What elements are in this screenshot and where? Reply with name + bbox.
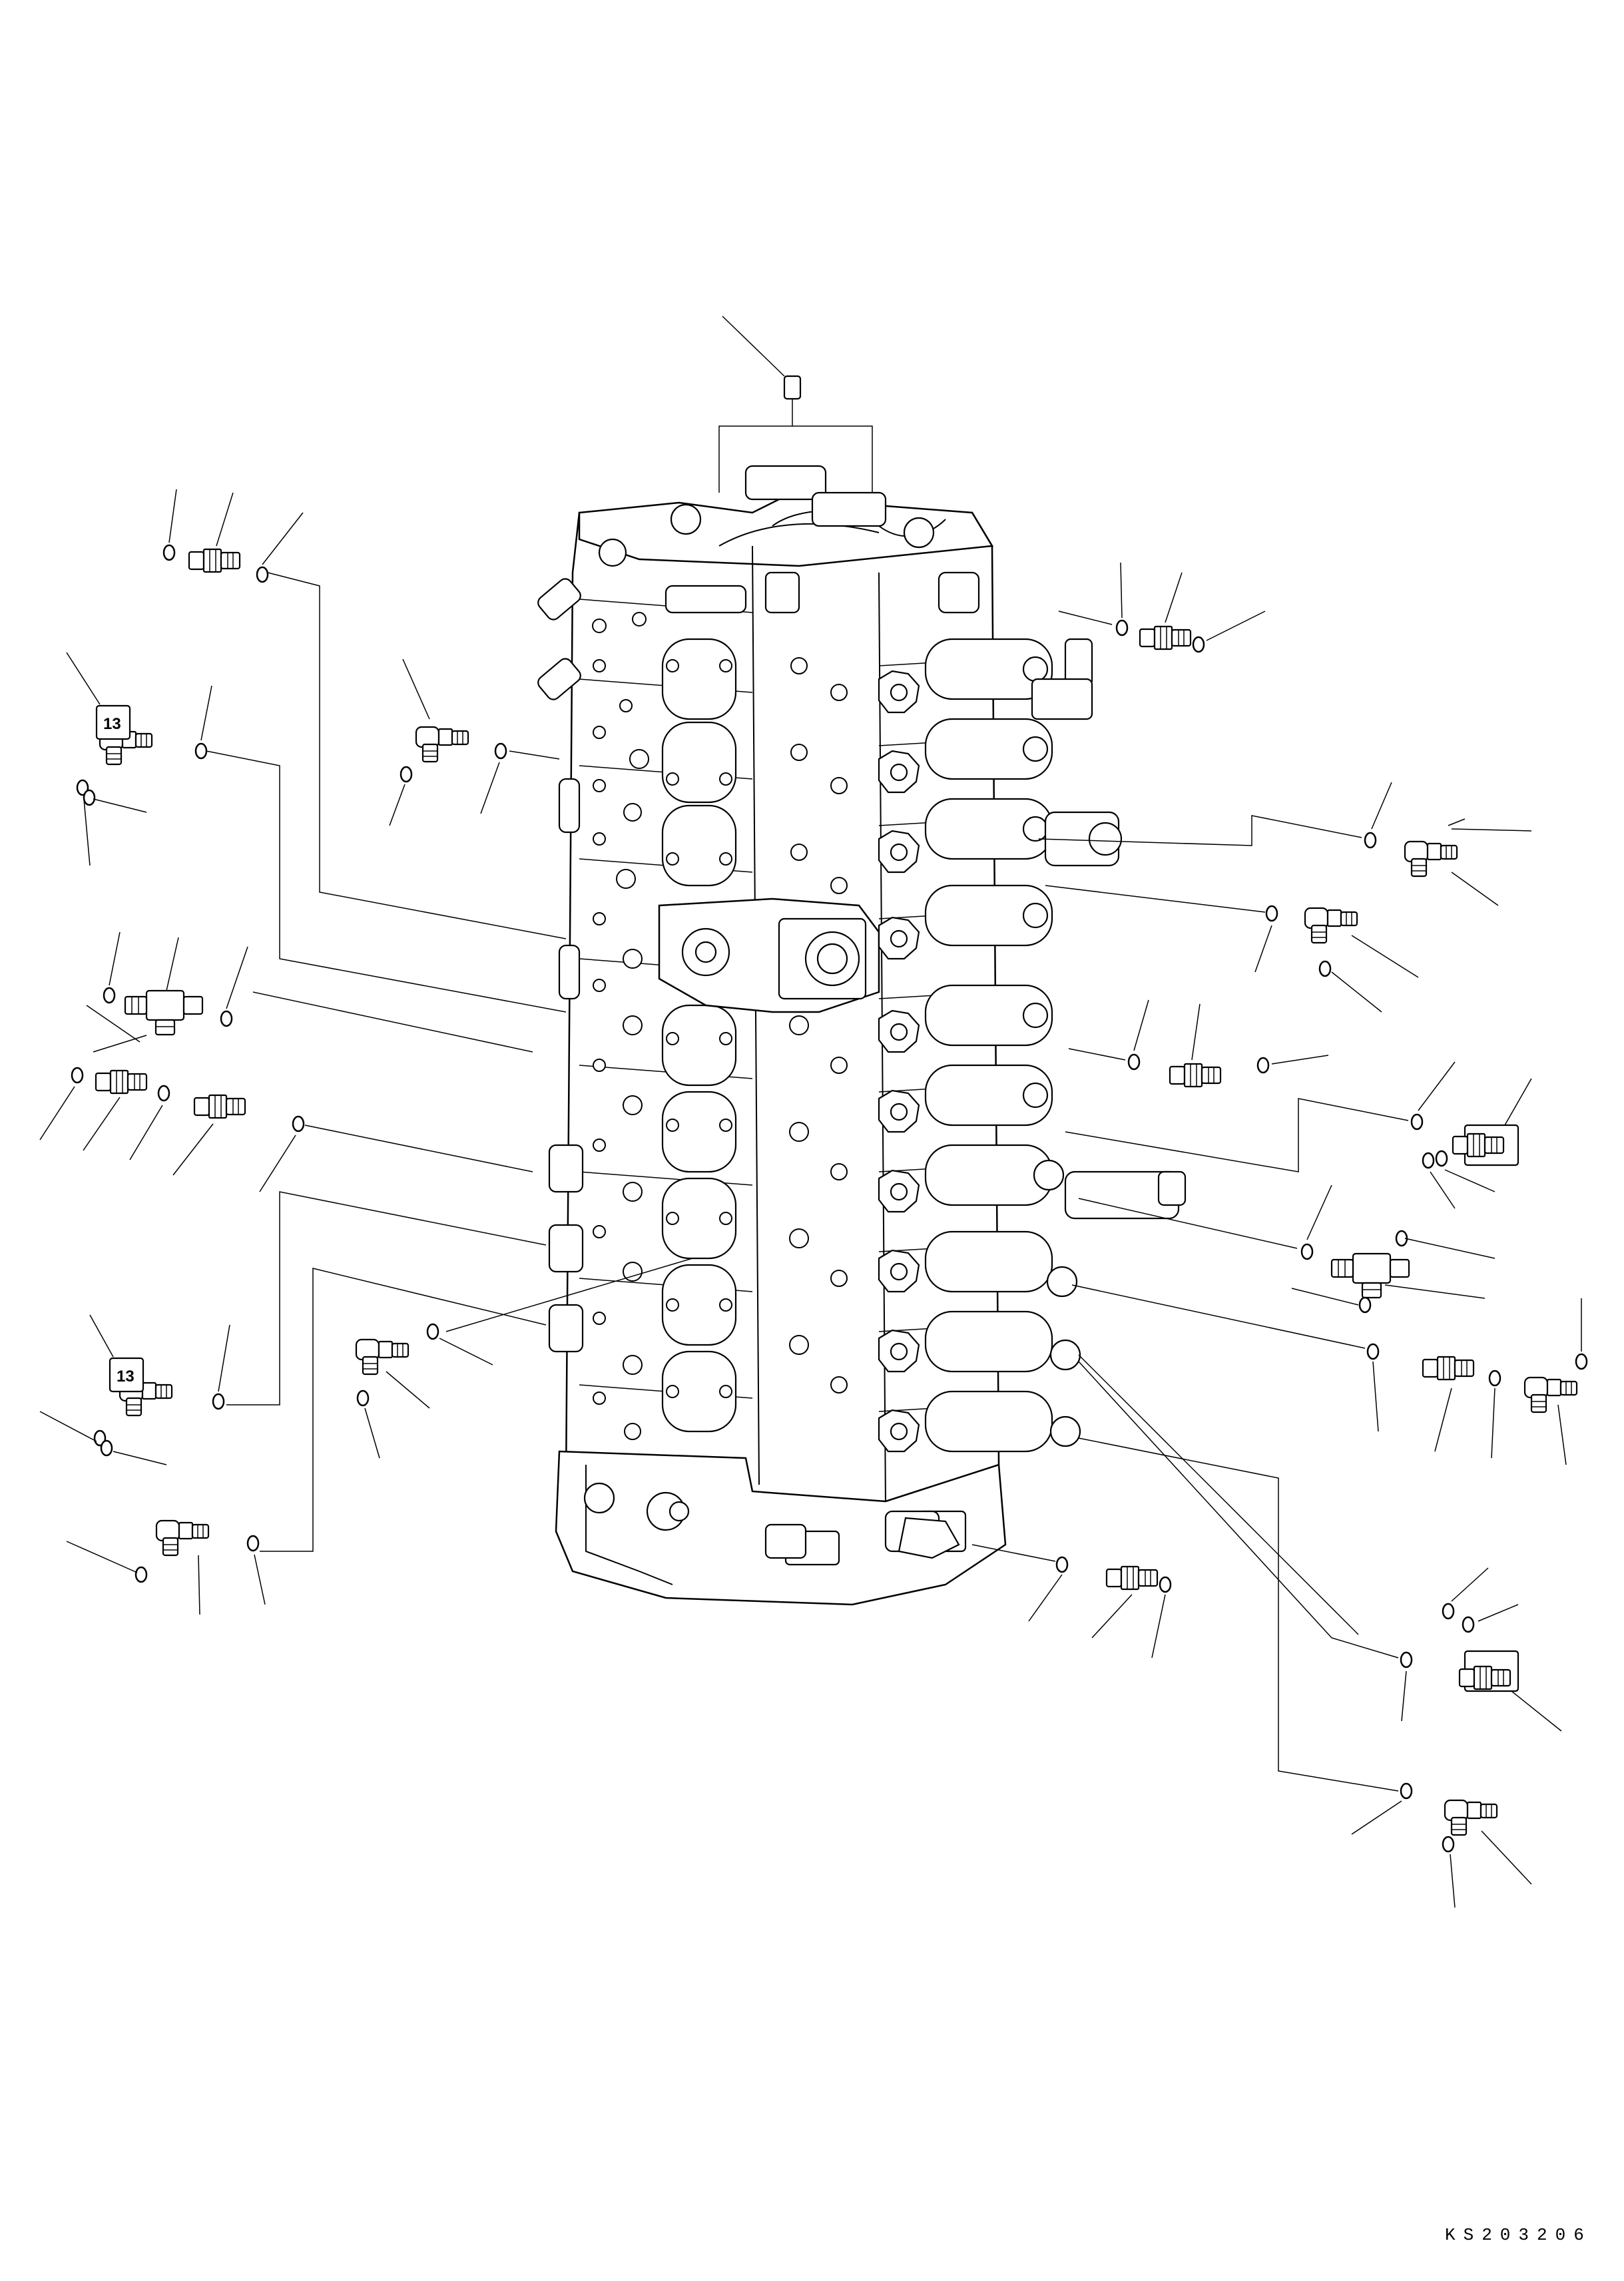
fitting-right-5-block	[1410, 1062, 1531, 1208]
fitting-right-7	[1072, 1285, 1588, 1465]
fitting-right-9-elbow	[1352, 1782, 1531, 1907]
fitting-left-1	[162, 489, 303, 583]
solenoid-stack	[926, 639, 1080, 1451]
fitting-right-1	[1059, 563, 1265, 653]
leader-lines	[206, 573, 1408, 1791]
fitting-left-2-tee-13: 13	[67, 652, 212, 866]
drawing-code: KS203206	[1445, 2225, 1592, 2245]
fitting-right-4-union	[1069, 1000, 1328, 1088]
spool-caps	[663, 639, 736, 1431]
fitting-right-3-elbow	[1255, 905, 1418, 1012]
body-bolt-holes	[593, 613, 847, 1439]
control-valve-body	[535, 399, 1185, 1605]
fitting-left-4-tee	[87, 932, 248, 1052]
fitting-center-elbow	[355, 1258, 692, 1458]
fitting-left-5	[40, 1067, 305, 1192]
callout-badge: 13	[103, 715, 121, 733]
fitting-left-6-tee-13: 13	[40, 1315, 230, 1465]
plug-top	[722, 316, 800, 399]
fitting-right-8-block	[1400, 1568, 1561, 1731]
fitting-left-3-elbow	[390, 659, 559, 826]
fitting-bottom-center	[972, 1545, 1172, 1658]
fitting-right-6-tee	[1079, 1185, 1495, 1314]
fitting-left-7-elbow	[67, 1519, 265, 1615]
callout-badge: 13	[117, 1368, 135, 1386]
fitting-right-2-elbow	[1364, 782, 1531, 905]
